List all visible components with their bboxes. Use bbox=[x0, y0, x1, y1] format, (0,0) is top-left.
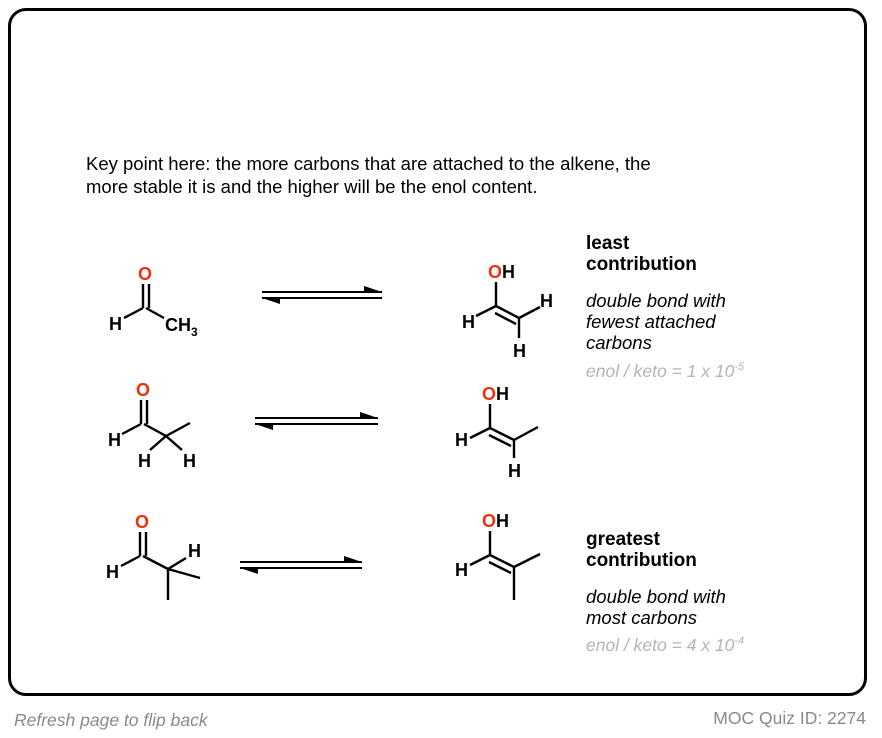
least-ratio: enol / keto = 1 x 10-5 bbox=[586, 361, 745, 381]
equilibrium-arrows-2 bbox=[255, 412, 378, 430]
desc-line: carbons bbox=[586, 332, 652, 353]
oxygen-atom: O bbox=[138, 264, 152, 284]
hydrogen-atom: H bbox=[138, 451, 151, 471]
methyl-group: CH3 bbox=[165, 315, 198, 339]
hydroxyl-hydrogen: H bbox=[502, 262, 515, 282]
label-title: least bbox=[586, 233, 630, 254]
keto-propanal: O H H H bbox=[108, 380, 196, 471]
greatest-ratio: enol / keto = 4 x 10-4 bbox=[586, 635, 745, 655]
hydroxyl-hydrogen: H bbox=[496, 384, 509, 404]
hydrogen-atom: H bbox=[455, 560, 468, 580]
hydroxyl-oxygen: O bbox=[482, 511, 496, 531]
key-point-text: Key point here: the more carbons that ar… bbox=[86, 152, 806, 198]
greatest-contribution-label: greatest contribution bbox=[586, 529, 697, 571]
hydrogen-atom: H bbox=[455, 430, 468, 450]
hydroxyl-oxygen: O bbox=[482, 384, 496, 404]
hydrogen-atom: H bbox=[188, 541, 201, 561]
hydrogen-atom: H bbox=[108, 430, 121, 450]
hydroxyl-oxygen: O bbox=[488, 262, 502, 282]
desc-line: double bond with bbox=[586, 290, 726, 311]
desc-line: fewest attached bbox=[586, 311, 716, 332]
enol-methylpropenol: O H H bbox=[455, 511, 541, 600]
hydrogen-atom: H bbox=[462, 312, 475, 332]
refresh-hint[interactable]: Refresh page to flip back bbox=[14, 710, 208, 730]
hydrogen-atom: H bbox=[540, 291, 553, 311]
least-contribution-label: least contribution bbox=[586, 233, 697, 275]
quiz-id: MOC Quiz ID: 2274 bbox=[713, 708, 866, 728]
enol-propenol: O H H H bbox=[455, 384, 539, 481]
hydrogen-atom: H bbox=[508, 461, 521, 481]
oxygen-atom: O bbox=[135, 512, 149, 532]
hydrogen-atom: H bbox=[109, 314, 122, 334]
keto-isobutyraldehyde: O H H bbox=[106, 512, 201, 600]
equilibrium-arrows-3 bbox=[240, 556, 362, 574]
label-title: greatest bbox=[586, 529, 660, 550]
keto-acetaldehyde: O H CH3 bbox=[109, 264, 198, 339]
desc-line: double bond with bbox=[586, 586, 726, 607]
desc-line: most carbons bbox=[586, 607, 698, 628]
greatest-contribution-description: double bond with most carbons bbox=[586, 586, 726, 628]
equilibrium-arrows-1 bbox=[262, 286, 382, 304]
label-title: contribution bbox=[586, 550, 697, 571]
oxygen-atom: O bbox=[136, 380, 150, 400]
key-point-line-1: Key point here: the more carbons that ar… bbox=[86, 153, 651, 174]
hydrogen-atom: H bbox=[183, 451, 196, 471]
hydrogen-atom: H bbox=[513, 341, 526, 361]
enol-vinyl-alcohol: O H H H H bbox=[462, 262, 553, 361]
hydrogen-atom: H bbox=[106, 562, 119, 582]
least-contribution-description: double bond with fewest attached carbons bbox=[586, 290, 726, 353]
hydroxyl-hydrogen: H bbox=[496, 511, 509, 531]
key-point-line-2: more stable it is and the higher will be… bbox=[86, 176, 538, 197]
flashcard[interactable] bbox=[8, 8, 867, 696]
label-title: contribution bbox=[586, 254, 697, 275]
